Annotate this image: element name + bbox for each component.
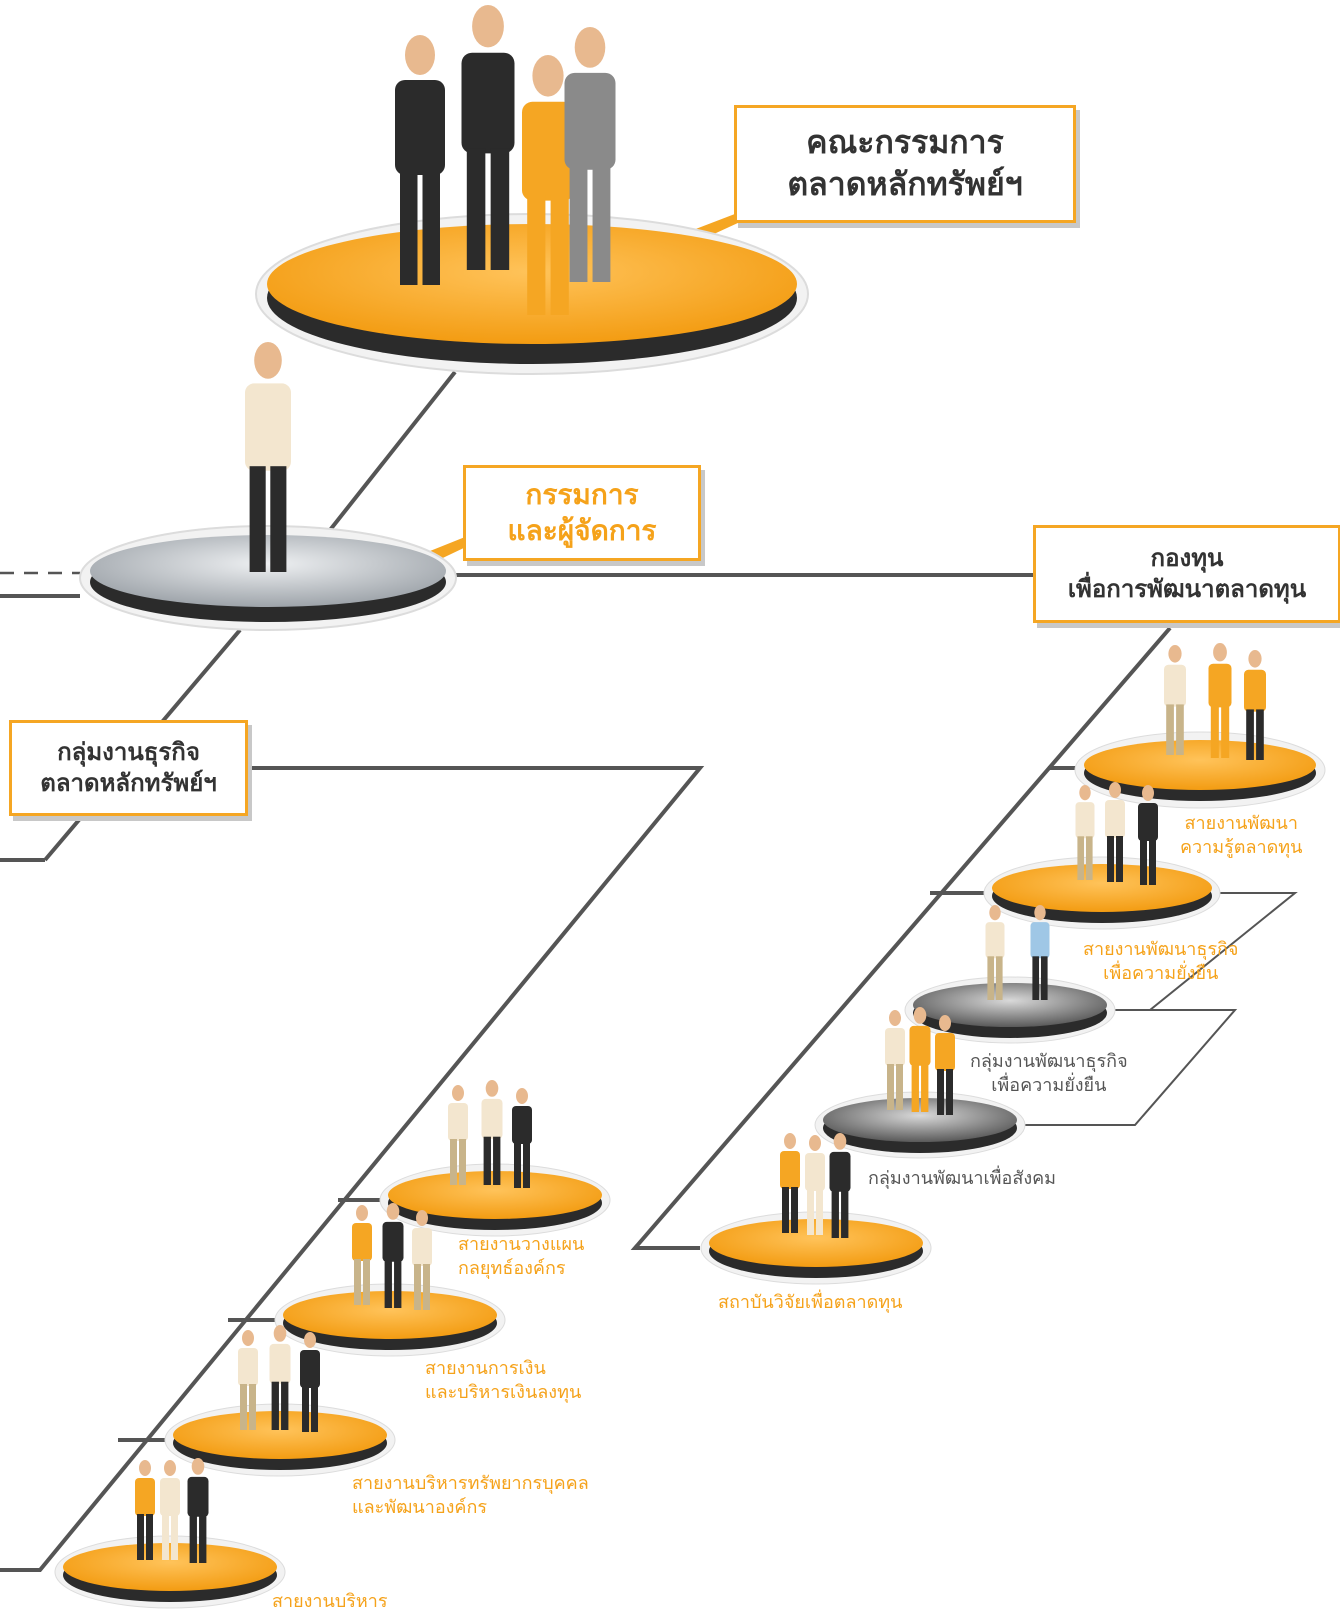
staff-figure (448, 1085, 468, 1185)
staff-figure (160, 1460, 180, 1560)
platform-sustain-group (904, 976, 1116, 1044)
platform-strategy (379, 1163, 611, 1237)
platform-social (814, 1091, 1026, 1159)
label-research: สถาบันวิจัยเพื่อตลาดทุน (718, 1292, 903, 1313)
line-board-to-president (328, 370, 457, 532)
staff-figure (780, 1133, 800, 1233)
president-title-box: กรรมการ และผู้จัดการ (463, 465, 701, 561)
staff-figure (382, 1203, 404, 1308)
staff-figure (1164, 645, 1186, 755)
platform-president (79, 525, 457, 631)
label-social: กลุ่มงานพัฒนาเพื่อสังคม (868, 1168, 1057, 1189)
business-title-line1: กลุ่มงานธุรกิจ (57, 737, 200, 766)
staff-figure (187, 1458, 209, 1563)
platform-research (700, 1211, 932, 1285)
staff-figure (300, 1332, 320, 1432)
staff-figure (1208, 643, 1232, 758)
platform-sustain-unit (983, 856, 1221, 930)
people-figures (135, 5, 1266, 1563)
business-title-box: กลุ่มงานธุรกิจ ตลาดหลักทรัพย์ฯ (9, 720, 248, 816)
staff-figure (1075, 785, 1095, 880)
platform-hr (164, 1403, 396, 1477)
label-sustain-unit: สายงานพัฒนาธุรกิจ เพื่อความยั่งยืน (1083, 939, 1239, 985)
staff-figure (512, 1088, 532, 1188)
president-figure (245, 342, 291, 572)
staff-figure (1138, 785, 1158, 885)
connector-lines (0, 370, 1172, 1572)
staff-figure (909, 1007, 931, 1112)
staff-figure (1244, 650, 1266, 760)
staff-figure (935, 1015, 955, 1115)
label-admin: สายงานบริหาร (272, 1591, 388, 1612)
platform-admin (54, 1535, 286, 1609)
label-finance: สายงานการเงิน และบริหารเงินลงทุน (425, 1358, 582, 1404)
platform-knowledge (1074, 731, 1326, 809)
staff-figure (238, 1330, 258, 1430)
business-title-line2: ตลาดหลักทรัพย์ฯ (40, 769, 217, 797)
staff-figure (1030, 905, 1050, 1000)
board-member-figure (461, 5, 515, 270)
board-member-figure (564, 27, 616, 282)
board-title-line2: ตลาดหลักทรัพย์ฯ (787, 165, 1023, 203)
label-hr: สายงานบริหารทรัพยากรบุคคล และพัฒนาองค์กร (352, 1473, 589, 1519)
president-title-line1: กรรมการ (525, 477, 639, 511)
board-member-figure (395, 35, 445, 285)
staff-figure (412, 1210, 432, 1310)
staff-figure (829, 1133, 851, 1238)
staff-figure (885, 1010, 905, 1110)
president-title-line2: และผู้จัดการ (507, 514, 657, 547)
staff-figure (1105, 782, 1125, 882)
platform-finance (274, 1283, 506, 1357)
staff-figure (269, 1325, 291, 1430)
fund-title-line2: เพื่อการพัฒนาตลาดทุน (1067, 575, 1307, 603)
staff-figure (985, 905, 1005, 1000)
line-fund-branch (630, 626, 1172, 1250)
fund-title-line1: กองทุน (1150, 543, 1224, 572)
label-knowledge: สายงานพัฒนา ความรู้ตลาดทุน (1180, 813, 1303, 859)
staff-figure (352, 1205, 372, 1305)
fund-title-box: กองทุน เพื่อการพัฒนาตลาดทุน (1033, 525, 1340, 623)
staff-figure (805, 1135, 825, 1235)
staff-figure (135, 1460, 155, 1560)
board-title-box: คณะกรรมการ ตลาดหลักทรัพย์ฯ (734, 105, 1076, 223)
line-business-branch (0, 766, 705, 1572)
label-strategy: สายงานวางแผน กลยุทธ์องค์กร (458, 1234, 585, 1280)
staff-figure (481, 1080, 503, 1185)
board-title-line1: คณะกรรมการ (806, 123, 1004, 162)
label-sustain-group: กลุ่มงานพัฒนาธุรกิจ เพื่อความยั่งยืน (970, 1051, 1128, 1097)
board-member-figure (522, 55, 574, 315)
